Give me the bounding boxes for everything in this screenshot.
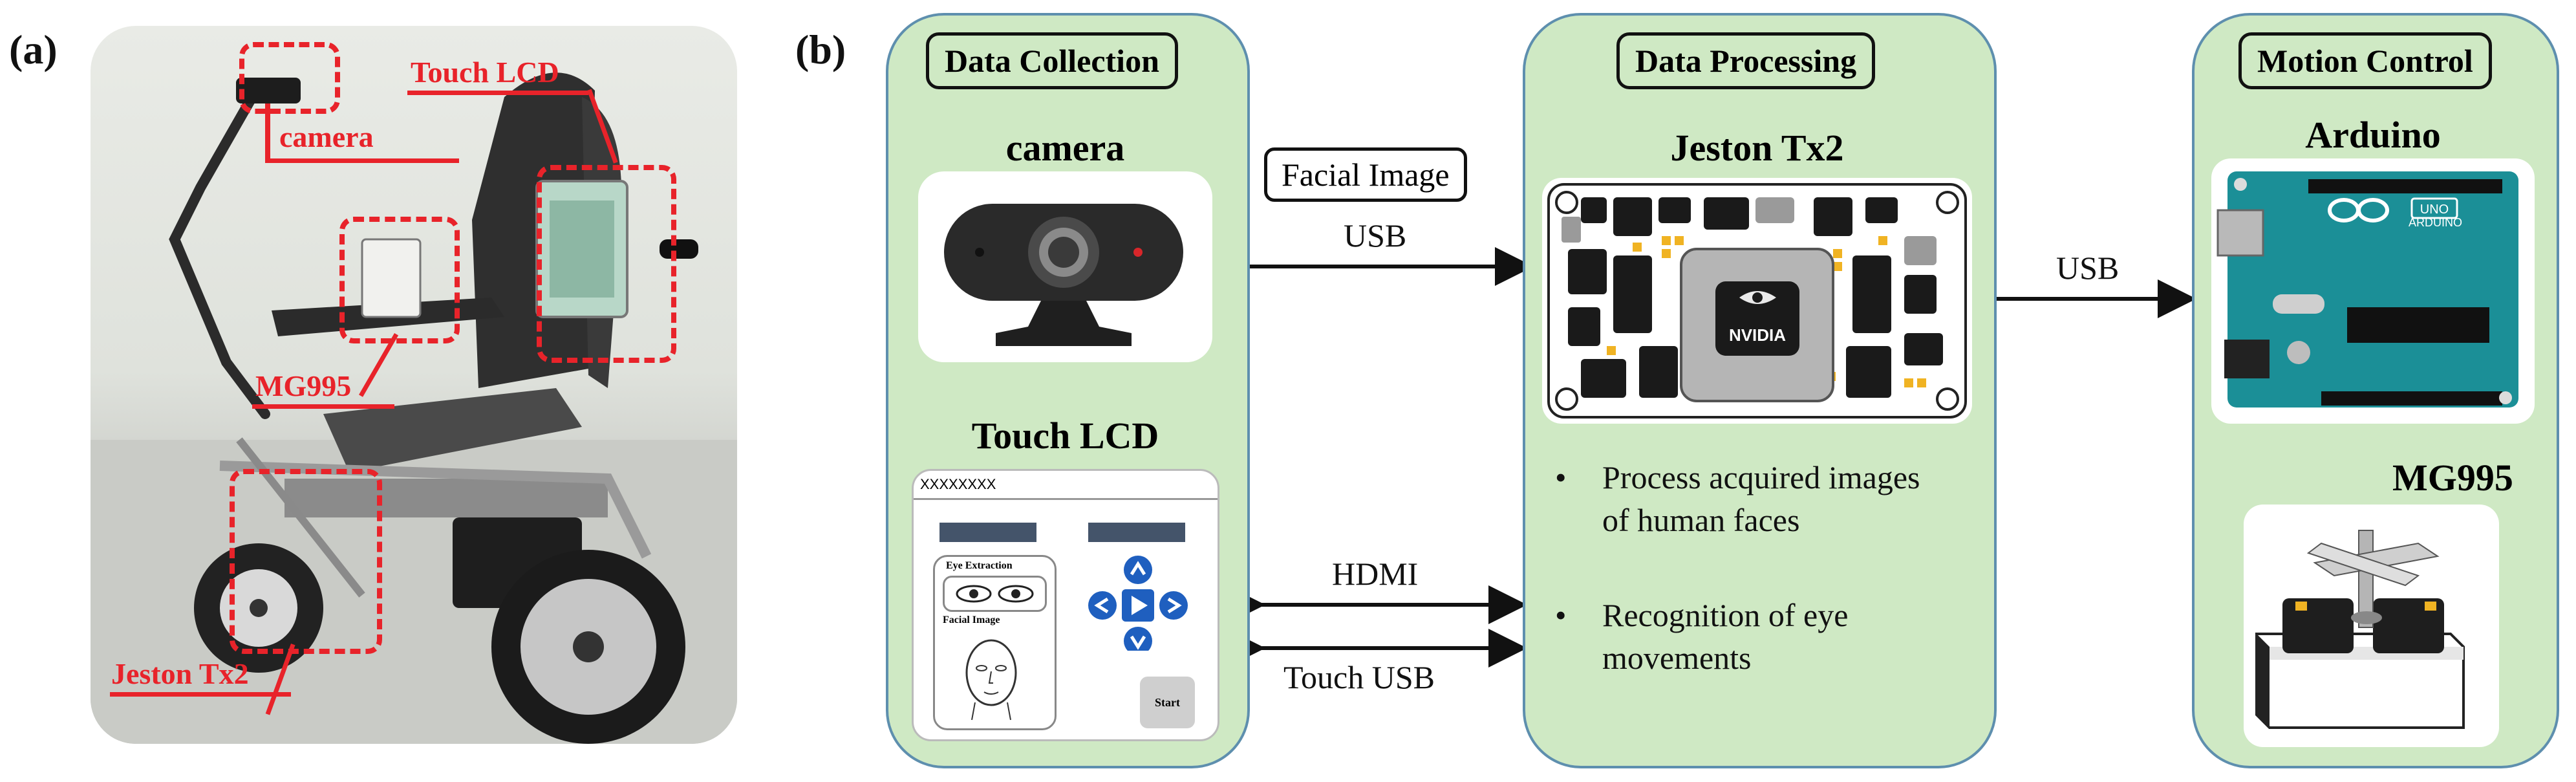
bullet-1-line-1: Process acquired images [1602,459,1920,495]
jetson-board-card: NVIDIA [1542,178,1972,424]
bullet-1-line-2: of human faces [1602,502,1800,538]
webcam-icon [944,204,1183,346]
lcd-start-button: Start [1140,677,1195,728]
face-sketch-icon [965,639,1017,721]
bullet-1-dot: • [1555,459,1567,495]
uno-label: UNO [2420,202,2449,217]
touch-usb-label: Touch USB [1283,659,1435,695]
servo-card [2244,505,2499,747]
mg995-heading: MG995 [2392,457,2513,499]
lcd-bar-left [939,523,1036,542]
arduino-heading: Arduino [2305,114,2441,156]
panel-b-label: (b) [795,27,846,72]
camera-highlight-box [239,42,340,114]
jetson-module-icon: NVIDIA [1547,183,1967,418]
mg995-annotation: MG995 [255,369,352,402]
mg995-underline [252,404,394,409]
touch-lcd-underline [407,91,588,95]
lcd-window-title: XXXXXXXX [920,476,996,492]
lcd-eye-panel [933,555,1057,730]
bullet-2-dot: • [1555,597,1567,633]
arduino-brand: ARDUINO [2409,216,2462,229]
panel-a-label: (a) [9,27,58,72]
camera-underline [265,158,459,163]
touch-lcd-heading: Touch LCD [971,415,1159,457]
lcd-facial-image-label: Facial Image [943,614,1000,625]
lcd-ui-mockup: XXXXXXXX Eye Extraction Facial Image Sta… [912,469,1219,741]
camera-annotation: camera [279,120,374,153]
bullet-2-line-2: movements [1602,640,1752,676]
jeston-underline [110,692,291,697]
touch-lcd-annotation: Touch LCD [411,56,559,89]
direction-pad [1088,556,1188,651]
mg995-highlight-box [339,217,460,343]
camera-heading: camera [1005,127,1125,169]
hdmi-label: HDMI [1332,556,1419,592]
webcam-card [918,171,1212,362]
camera-leader-line [265,103,270,162]
usb-label-arduino: USB [2056,250,2120,286]
jeston-highlight-box [230,469,382,654]
touch-lcd-highlight-box [537,165,676,363]
nvidia-brand: NVIDIA [1729,325,1786,345]
eyes-icon [956,585,1034,603]
bullet-2-line-1: Recognition of eye [1602,597,1849,633]
jeston-annotation: Jeston Tx2 [111,657,249,690]
servo-motor-icon [2255,530,2465,729]
lcd-title-divider [914,498,1218,500]
arduino-card: ARDUINO UNO [2211,158,2535,424]
facial-image-label: Facial Image [1264,147,1467,202]
usb-label-camera: USB [1344,217,1407,254]
lcd-eye-extraction-label: Eye Extraction [946,560,1013,571]
lcd-eyes-box [943,576,1047,612]
data-collection-title: Data Collection [926,32,1178,89]
wheelchair-photo: camera Touch LCD MG995 Jeston Tx2 [91,26,737,744]
motion-control-title: Motion Control [2238,32,2492,89]
data-processing-title: Data Processing [1616,32,1876,89]
arduino-board-icon: ARDUINO UNO [2216,171,2518,407]
jetson-heading: Jeston Tx2 [1670,127,1844,169]
lcd-bar-right [1088,523,1185,542]
